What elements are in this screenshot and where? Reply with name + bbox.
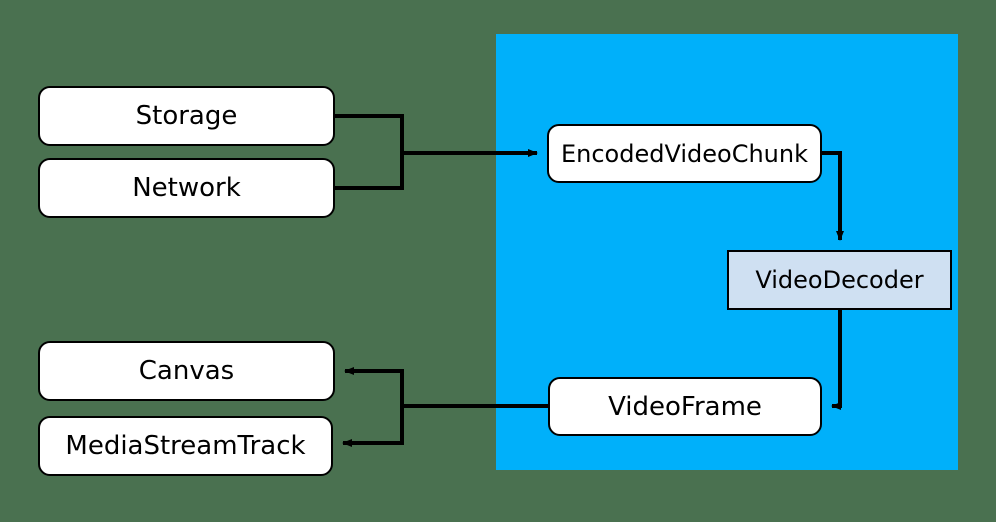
edge-network-to-encoded-video-chunk xyxy=(335,153,404,190)
node-video-decoder-label: VideoDecoder xyxy=(755,266,924,294)
node-media-stream-track-label: MediaStreamTrack xyxy=(65,431,306,461)
node-video-frame[interactable]: VideoFrame xyxy=(548,377,822,436)
node-canvas[interactable]: Canvas xyxy=(38,341,335,401)
node-network[interactable]: Network xyxy=(38,158,335,218)
node-video-decoder[interactable]: VideoDecoder xyxy=(727,250,952,310)
node-storage-label: Storage xyxy=(135,101,238,131)
node-encoded-video-chunk-label: EncodedVideoChunk xyxy=(560,139,809,168)
node-media-stream-track[interactable]: MediaStreamTrack xyxy=(38,416,333,476)
edge-encoded-video-chunk-to-video-decoder xyxy=(822,151,844,241)
edge-video-frame-to-media-stream-track xyxy=(342,406,404,447)
node-network-label: Network xyxy=(132,173,241,203)
node-video-frame-label: VideoFrame xyxy=(608,391,762,422)
edge-storage-to-encoded-video-chunk xyxy=(335,114,404,153)
edge-video-decoder-to-video-frame xyxy=(831,310,842,410)
node-canvas-label: Canvas xyxy=(138,356,235,386)
node-storage[interactable]: Storage xyxy=(38,86,335,146)
edge-video-frame-to-canvas xyxy=(344,367,548,408)
node-encoded-video-chunk[interactable]: EncodedVideoChunk xyxy=(547,124,822,183)
